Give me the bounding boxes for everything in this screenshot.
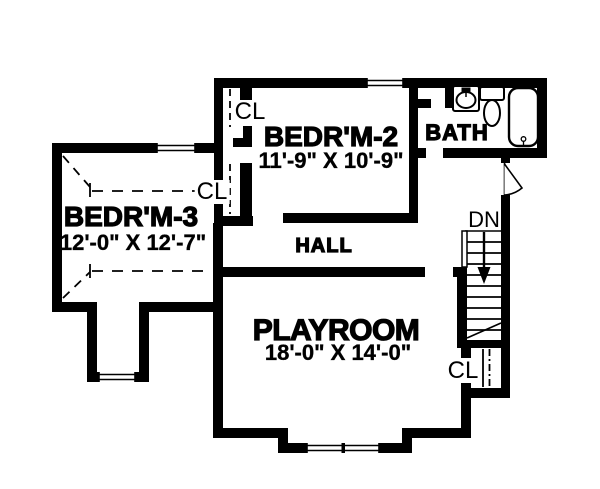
wall-bayp-right: [402, 428, 412, 453]
wall-bedrm2-right: [409, 78, 418, 223]
stairs-down-label: DN: [468, 207, 500, 232]
wall-right-lower: [461, 388, 471, 438]
window-bedrm2: [365, 78, 405, 88]
room-label-bedrm2: BEDR'M-2: [263, 121, 399, 152]
room-dims-bedrm2: 11'-9" X 10'-9": [258, 148, 404, 173]
wall-closet-upper-v: [243, 126, 252, 147]
wall-closet-bottom-stub: [223, 216, 253, 226]
wall-bedrm2-bottom: [283, 213, 418, 223]
wall-closet-lower-right: [240, 163, 252, 217]
wall-closet-col-upper: [214, 78, 223, 182]
room-dims-playroom: 18'-0" X 14'-0": [264, 340, 412, 365]
room-label-bath: BATH: [425, 120, 489, 145]
stairs-down-arrow: [477, 232, 491, 284]
wall-bedrm3-top: [52, 143, 215, 153]
wall-playroom-bottom-r: [402, 428, 471, 438]
sink: [452, 85, 480, 112]
closet-label-upper: CL: [234, 98, 266, 125]
room-label-hall: HALL: [295, 235, 353, 257]
windows: [97, 78, 405, 453]
wall-closet-col-lower: [214, 203, 223, 227]
ceiling-break-lines: [62, 155, 212, 299]
room-label-playroom: PLAYROOM: [252, 314, 420, 347]
bathtub: [507, 86, 540, 148]
toilet: [479, 86, 505, 127]
window-mullion: [341, 443, 345, 453]
wall-playroom-left: [213, 223, 223, 438]
ceiling-diag-top: [62, 155, 91, 188]
door-swing: [503, 163, 524, 196]
wall-bay3-left: [87, 302, 97, 382]
tub-drain: [520, 136, 527, 142]
stair-rail: [461, 230, 468, 268]
door-leaf-arc: [503, 163, 524, 196]
wall-bedrm3-left: [52, 143, 62, 312]
wall-sink-side: [445, 88, 455, 108]
room-dims-bedrm3: 12'-0" X 12'-7": [59, 230, 207, 255]
wall-bayp-left: [278, 428, 288, 453]
closet-doors: [229, 89, 491, 387]
window-bedrm3-bay: [97, 372, 137, 382]
wall-closet-stairs-stub-top: [461, 348, 471, 358]
wall-playroom-north: [222, 267, 425, 277]
wall-stair-bottom: [457, 340, 510, 348]
wall-bath-bottom-stub: [411, 148, 426, 158]
closet-label-stairs: CL: [445, 357, 481, 384]
wall-stair-right-b: [501, 195, 510, 398]
room-label-bedrm3: BEDR'M-3: [63, 201, 199, 232]
wall-bath-bottom: [443, 148, 547, 158]
wall-closet-upper-h: [233, 138, 252, 147]
bath-fixtures: [452, 85, 540, 148]
wall-bath-right: [537, 78, 547, 158]
window-bedrm3: [155, 143, 197, 153]
wall-bedrm3-bottom-r: [139, 302, 215, 312]
wall-playroom-bottom-l: [213, 428, 288, 438]
wall-closet-stairs-bottom: [461, 388, 510, 398]
ceiling-diag-bottom: [62, 271, 91, 299]
wall-stair-right-a: [501, 148, 510, 163]
wall-niche-stub: [418, 99, 431, 108]
closet-label-bedrm3: CL: [194, 178, 230, 205]
wall-bedrm3-bottom-l: [52, 302, 97, 312]
wall-bay3-right: [139, 302, 149, 382]
stair-break-line: [466, 322, 502, 339]
wall-stair-left: [457, 267, 467, 347]
window-playroom-bay: [305, 443, 381, 453]
wall-closet-upper-stub: [240, 88, 252, 100]
staircase: [461, 230, 502, 339]
